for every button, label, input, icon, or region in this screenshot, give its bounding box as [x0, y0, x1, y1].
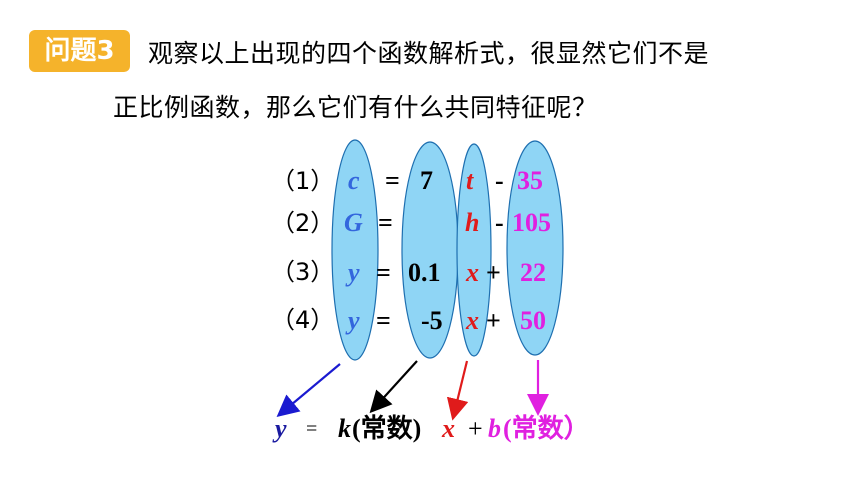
eq-variable: y: [348, 306, 360, 335]
general-x: x: [442, 414, 455, 443]
eq-operator: +: [486, 306, 501, 335]
ellipse-x: [456, 143, 492, 357]
general-k: k: [338, 414, 351, 443]
eq-variable: y: [348, 258, 360, 287]
general-plus: +: [468, 414, 483, 443]
eq-equals: =: [385, 166, 400, 195]
eq-constant: 22: [520, 258, 546, 287]
general-equals: =: [306, 418, 318, 440]
eq-x: x: [466, 258, 479, 287]
arrow-y: [276, 363, 341, 418]
ellipse-variable: [331, 139, 379, 361]
eq-variable: G: [344, 208, 363, 237]
eq-constant: 35: [517, 166, 543, 195]
question-line-2: 正比例函数，那么它们有什么共同特征呢？: [113, 93, 598, 122]
eq-equals: =: [376, 306, 391, 335]
general-b-note: (常数）: [503, 414, 590, 443]
eq-variable: c: [348, 166, 360, 195]
eq-label: （4）: [271, 306, 335, 334]
eq-x: x: [466, 306, 479, 335]
arrow-x: [446, 360, 469, 421]
eq-operator: -: [495, 166, 504, 195]
eq-constant: 50: [520, 306, 546, 335]
eq-label: （2）: [271, 209, 335, 237]
general-k-note: (常数): [352, 414, 422, 443]
question-line-1: 观察以上出现的四个函数解析式，很显然它们不是: [148, 39, 710, 68]
eq-constant: 105: [512, 208, 551, 237]
eq-label: （1）: [271, 167, 335, 195]
general-y: y: [275, 414, 287, 443]
arrow-k: [369, 360, 418, 414]
general-b: b: [488, 414, 501, 443]
question-badge: 问题3: [29, 30, 130, 72]
eq-equals: =: [376, 258, 391, 287]
ellipse-constant: [506, 140, 564, 356]
eq-x: h: [465, 208, 480, 237]
eq-x: t: [466, 166, 474, 195]
eq-coefficient: -5: [421, 306, 443, 335]
eq-label: （3）: [271, 258, 335, 286]
eq-equals: =: [378, 208, 393, 237]
eq-coefficient: 7: [420, 166, 433, 195]
eq-operator: -: [495, 208, 504, 237]
eq-coefficient: 0.1: [408, 258, 441, 287]
eq-operator: +: [486, 258, 501, 287]
